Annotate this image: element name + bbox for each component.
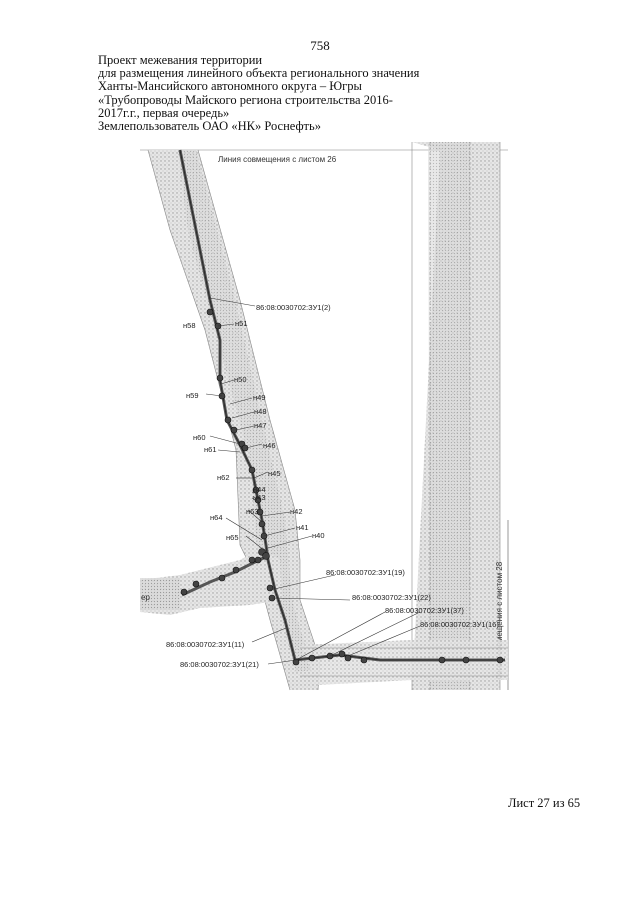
parcel-label: 86:08:0030702:ЗУ1(22) [352,593,431,602]
point-label: н47 [254,421,266,430]
point-label: н50 [234,375,246,384]
turning-point-markers [180,308,504,666]
point-label: н65 [226,533,238,542]
corridor-main-inner [178,150,312,672]
point-label: н60 [193,433,205,442]
header-line-4: «Трубопроводы Майского региона строитель… [98,92,393,107]
match-line-top-label: Линия совмещения с листом 26 [218,155,337,164]
point-label: н42 [290,507,302,516]
point-label: н44 [253,485,265,494]
match-line-right-label: Линия совмещения с листом 28 [495,561,504,680]
corridor-right-inner [428,142,470,690]
point-label: н63 [246,507,258,516]
point-label: н46 [263,441,275,450]
sheet-number: Лист 27 из 65 [508,796,581,810]
parcel-label: 86:08:0030702:ЗУ1(11) [166,640,245,649]
header-line-5: 2017г.г., первая очередь» [98,105,230,120]
point-label: н51 [235,319,247,328]
header-line-3: Ханты-Мансийского автономного округа – Ю… [98,79,362,94]
point-label: н49 [253,393,265,402]
parcel-label: 86:08:0030702:ЗУ1(37) [385,606,464,615]
parcel-label: 86:08:0030702:ЗУ1(19) [326,568,405,577]
parcel-label: 86:08:0030702:ЗУ1(16) [420,620,499,629]
header-line-2: для размещения линейного объекта региона… [98,66,420,81]
cut-label: ер [141,593,150,602]
point-label: н48 [254,407,266,416]
point-label: н45 [268,469,280,478]
header-line-1: Проект межевания территории [98,53,263,67]
corridor-bottom [300,640,508,685]
point-label: н59 [186,391,198,400]
point-label: н43 [253,493,265,502]
parcel-label: 86:08:0030702:ЗУ1(2) [256,303,331,312]
point-label: н64 [210,513,222,522]
point-label: н41 [296,523,308,532]
document-header: Проект межевания территории для размещен… [98,53,458,134]
page-number: 758 [310,38,330,53]
point-label: н58 [183,321,195,330]
point-label: н40 [312,531,324,540]
header-line-6: Землепользователь ОАО «НК» Роснефть» [98,119,321,134]
point-label: н61 [204,445,216,454]
parcel-label: 86:08:0030702:ЗУ1(21) [180,660,259,669]
point-label: н62 [217,473,229,482]
leader-lines [205,297,421,665]
